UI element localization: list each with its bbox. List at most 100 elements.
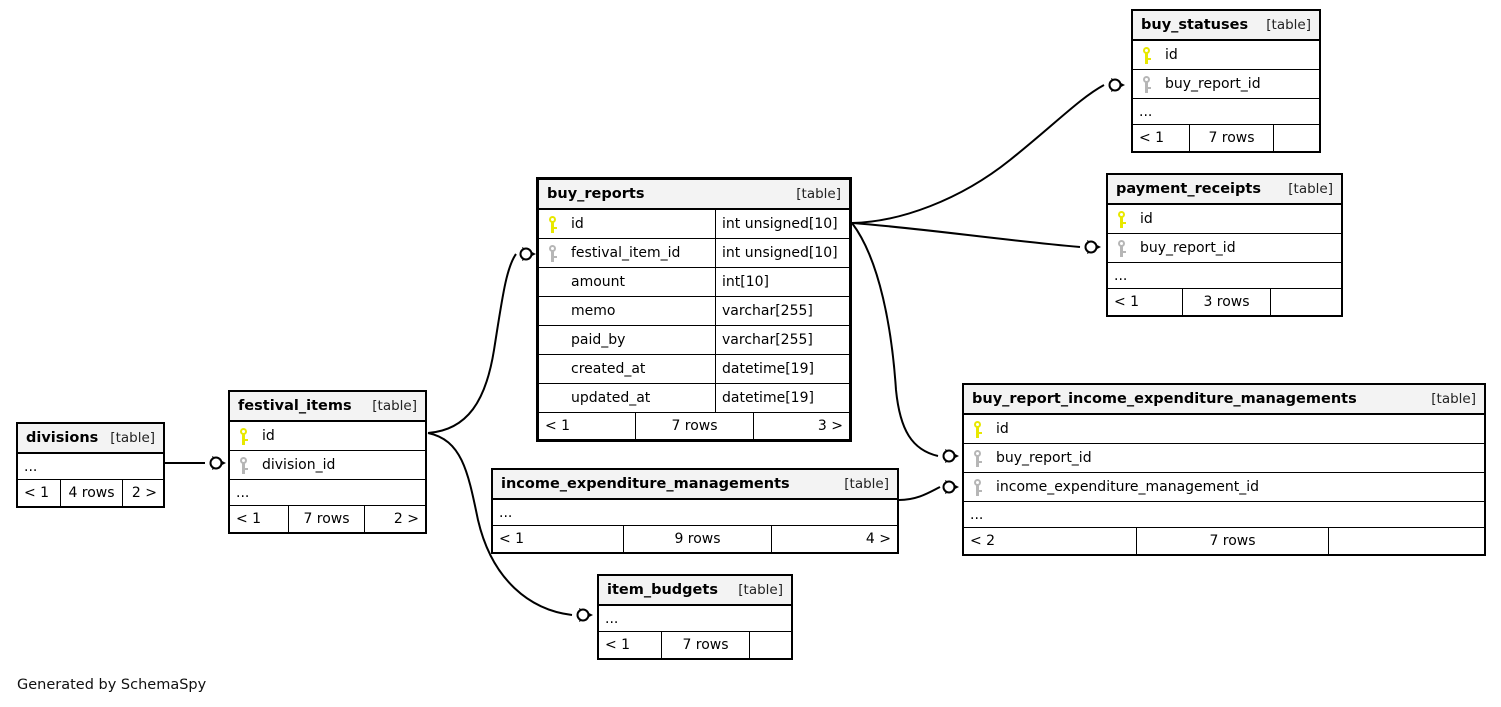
column-name: income_expenditure_management_id [996,479,1260,495]
column-name: created_at [571,361,646,377]
column-row[interactable]: buy_report_id [1108,234,1341,263]
column-row[interactable]: memo varchar[255] [539,297,849,326]
column-name: amount [571,274,626,290]
footer-parent-count[interactable]: < 1 [499,531,525,547]
footer-parent-count[interactable]: < 1 [545,418,571,434]
footer-row-count: 3 rows [1182,289,1270,315]
footer-child-count[interactable]: 2 > [122,480,163,506]
table-buy_statuses[interactable]: buy_statuses [table] id buy_report_id ..… [1131,9,1321,153]
column-type: datetime[19] [715,384,849,412]
table-title: payment_receipts [1116,181,1261,197]
table-type-tag: [table] [1288,181,1333,197]
column-name: memo [571,303,616,319]
column-type: int unsigned[10] [715,210,849,238]
table-title: item_budgets [607,582,718,598]
footer-child-count[interactable] [1273,125,1319,151]
more-columns-ellipsis: ... [964,502,1484,528]
footer-parent-count[interactable]: < 1 [236,511,262,527]
footer-row-count: 7 rows [1189,125,1273,151]
column-type: varchar[255] [715,326,849,354]
footer-parent-count[interactable]: < 1 [605,637,631,653]
column-row[interactable]: id [1133,41,1319,70]
footer-row-count: 4 rows [60,480,122,506]
footer-parent-count[interactable]: < 2 [970,533,996,549]
column-name: division_id [262,457,336,473]
foreign-key-icon [230,456,256,474]
edge-iem-bri_managements [898,486,941,501]
footer-row-count: 7 rows [288,506,364,532]
foreign-key-icon [539,244,565,262]
column-row[interactable]: division_id [230,451,425,480]
foreign-key-icon [964,449,990,467]
column-row[interactable]: id [1108,205,1341,234]
more-columns-ellipsis: ... [1133,99,1319,125]
primary-key-icon [539,215,565,233]
footer-child-count[interactable] [749,632,791,658]
column-type: int[10] [715,268,849,296]
table-buy_report_income_expenditure_managements[interactable]: buy_report_income_expenditure_management… [962,383,1486,556]
footer-row-count: 7 rows [661,632,749,658]
table-header: payment_receipts [table] [1108,175,1341,205]
table-title: buy_statuses [1141,17,1249,33]
column-row[interactable]: id [964,415,1484,444]
primary-key-icon [230,427,256,445]
more-columns-ellipsis: ... [599,606,791,632]
column-type: varchar[255] [715,297,849,325]
table-footer: < 1 3 rows [1108,289,1341,315]
column-row[interactable]: id int unsigned[10] [539,210,849,239]
footer-child-count[interactable]: 3 > [753,413,849,439]
column-row[interactable]: festival_item_id int unsigned[10] [539,239,849,268]
table-income_expenditure_managements[interactable]: income_expenditure_managements [table] .… [491,468,899,554]
generated-by-credit: Generated by SchemaSpy [17,677,207,693]
table-title: buy_reports [547,186,645,202]
table-header: buy_statuses [table] [1133,11,1319,41]
table-item_budgets[interactable]: item_budgets [table] ... < 1 7 rows [597,574,793,660]
footer-row-count: 9 rows [623,526,771,552]
table-title: divisions [26,430,99,446]
edge-buy_reports-bri_managements [851,222,939,457]
table-buy_reports[interactable]: buy_reports [table] id int unsigned[10] … [536,177,852,442]
column-row[interactable]: created_at datetime[19] [539,355,849,384]
column-name: id [571,216,584,232]
column-row[interactable]: id [230,422,425,451]
footer-parent-count[interactable]: < 1 [1114,294,1140,310]
column-name: updated_at [571,390,651,406]
column-row[interactable]: paid_by varchar[255] [539,326,849,355]
table-footer: < 1 4 rows 2 > [18,480,163,506]
column-name: id [1140,211,1153,227]
footer-child-count[interactable]: 2 > [364,506,425,532]
column-name: id [262,428,275,444]
column-name: id [1165,47,1178,63]
footer-child-count[interactable] [1328,528,1484,554]
table-festival_items[interactable]: festival_items [table] id division_id ..… [228,390,427,534]
footer-child-count[interactable]: 4 > [771,526,897,552]
primary-key-icon [1133,46,1159,64]
column-name: paid_by [571,332,626,348]
column-name: buy_report_id [1140,240,1236,256]
table-header: divisions [table] [18,424,163,454]
column-row[interactable]: buy_report_id [1133,70,1319,99]
table-type-tag: [table] [110,430,156,446]
table-divisions[interactable]: divisions [table] ... < 1 4 rows 2 > [16,422,165,508]
column-row[interactable]: amount int[10] [539,268,849,297]
foreign-key-icon [964,478,990,496]
edge-buy_reports-payment_receipts [851,222,1081,248]
footer-child-count[interactable] [1270,289,1341,315]
table-payment_receipts[interactable]: payment_receipts [table] id buy_report_i… [1106,173,1343,317]
column-row[interactable]: buy_report_id [964,444,1484,473]
footer-parent-count[interactable]: < 1 [1139,130,1165,146]
footer-row-count: 7 rows [635,413,753,439]
table-type-tag: [table] [372,398,417,414]
column-name: festival_item_id [571,245,681,261]
more-columns-ellipsis: ... [18,454,163,480]
column-row[interactable]: updated_at datetime[19] [539,384,849,413]
table-header: buy_reports [table] [539,180,849,210]
table-header: item_budgets [table] [599,576,791,606]
footer-parent-count[interactable]: < 1 [24,485,50,501]
table-footer: < 2 7 rows [964,528,1484,554]
column-row[interactable]: income_expenditure_management_id [964,473,1484,502]
footer-row-count: 7 rows [1136,528,1328,554]
table-type-tag: [table] [844,476,889,492]
column-type: datetime[19] [715,355,849,383]
table-header: buy_report_income_expenditure_management… [964,385,1484,415]
